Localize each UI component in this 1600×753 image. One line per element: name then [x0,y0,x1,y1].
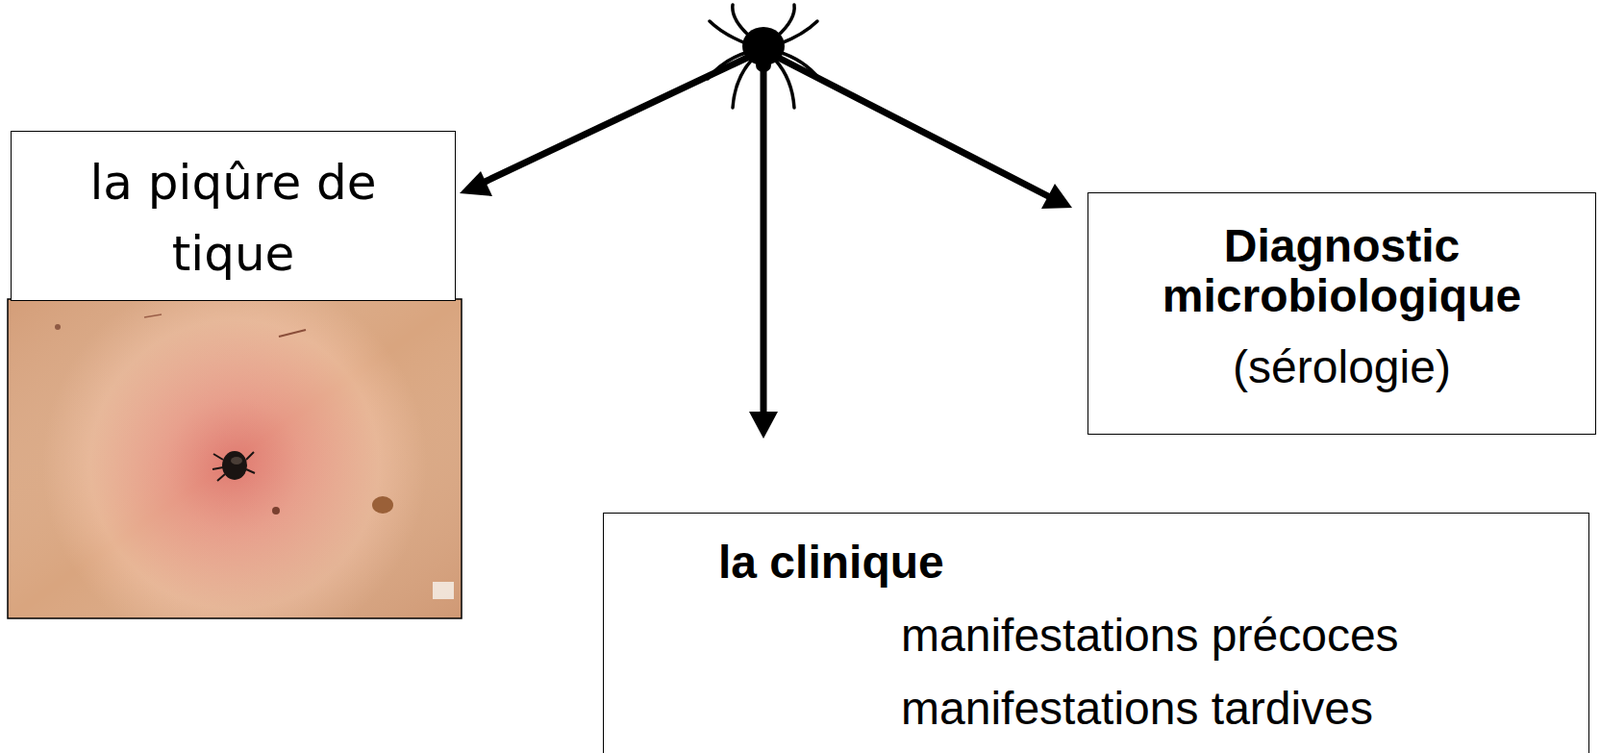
box-heading: Diagnostic microbiologique [1101,221,1582,322]
box-heading: la clinique [603,525,1589,600]
box-text: manifestations tardives [603,672,1589,746]
tick-bite-photo [7,299,462,619]
diagnostic-box: Diagnostic microbiologique(sérologie) [1087,192,1597,435]
clinical-box: la cliniquemanifestations précocesmanife… [602,512,1590,753]
box-text: (sérologie) [1101,321,1582,414]
tick-icon [707,4,820,108]
tick-bite-box: la piqûre de tique [10,130,456,301]
box-text: manifestations précoces [603,599,1589,673]
box-heading: la piqûre de tique [23,147,444,290]
arrows [459,50,1073,439]
